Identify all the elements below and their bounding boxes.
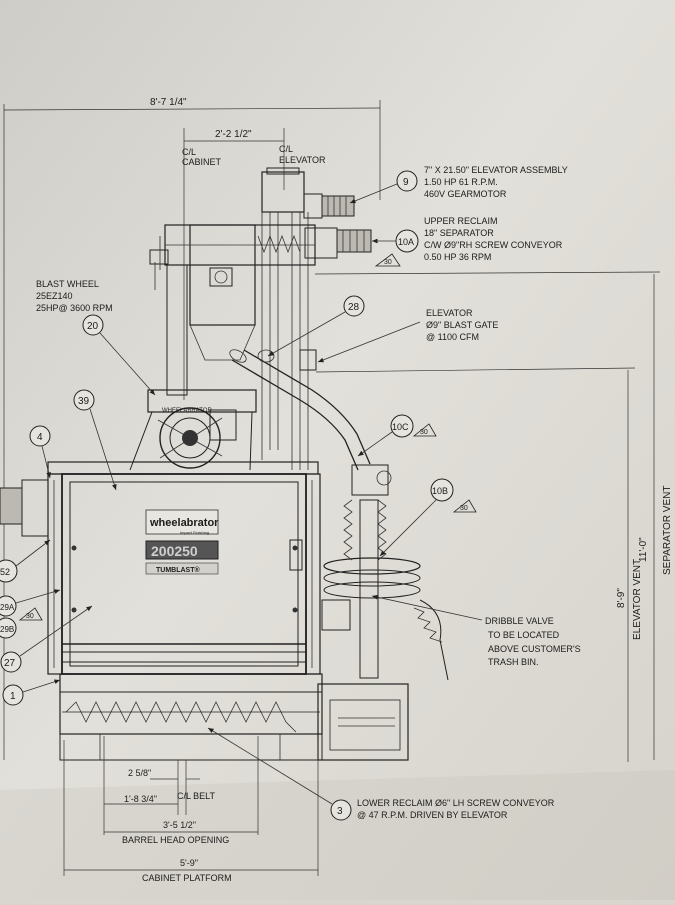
callout-10a-line4: 0.50 HP 36 RPM <box>424 252 491 262</box>
elevator-boot <box>317 683 409 761</box>
callout-10a: 10A 30 UPPER RECLAIM 18" SEPARATOR C/W Ø… <box>372 216 563 267</box>
callout-10b-number: 10B <box>432 486 448 496</box>
elevator-gearmotor <box>303 193 355 219</box>
cl-cabinet-line2: CABINET <box>182 157 222 167</box>
callout-20-number: 20 <box>87 321 99 332</box>
separator-vent-label: SEPARATOR VENT <box>662 486 673 575</box>
elevator-vent-label: ELEVATOR VENT <box>632 559 643 640</box>
paper-shadow <box>0 770 675 900</box>
callout-10a-line3: C/W Ø9"RH SCREW CONVEYOR <box>424 240 563 250</box>
platform-width: 5'-9" <box>180 858 198 868</box>
callout-9-number: 9 <box>403 177 409 188</box>
separator-vent-dimension: 11'-0" SEPARATOR VENT <box>314 271 673 760</box>
callout-39-number: 39 <box>78 396 90 407</box>
blast-wheel-assembly: WHEELABRATOR <box>129 389 257 471</box>
dribble-valve-callout: DRIBBLE VALVE TO BE LOCATED ABOVE CUSTOM… <box>371 594 581 667</box>
nameplate: wheelabrator Impact Finishing 200250 TUM… <box>145 509 219 575</box>
callout-39: 39 <box>73 389 117 491</box>
elevator-gate-line3: @ 1100 CFM <box>426 332 479 342</box>
callout-3-number: 3 <box>337 806 343 817</box>
dribble-line2: TO BE LOCATED <box>488 630 560 640</box>
elevator-assembly <box>261 167 317 470</box>
callout-29: 29A 29B 30 <box>0 589 61 639</box>
dribble-line3: ABOVE CUSTOMER'S <box>488 644 581 654</box>
callout-3-line2: @ 47 R.P.M. DRIVEN BY ELEVATOR <box>357 810 508 820</box>
cl-spacing-dimension: 2'-2 1/2" C/L CABINET C/L ELEVATOR <box>182 128 326 400</box>
elevator-vent-height: 8'-9" <box>616 588 627 608</box>
callout-3: 3 LOWER RECLAIM Ø6" LH SCREW CONVEYOR @ … <box>207 727 555 821</box>
blast-wheel-line3: 25HP@ 3600 RPM <box>36 303 113 313</box>
callout-29a-number: 29A <box>0 603 15 612</box>
callout-4-number: 4 <box>37 432 43 443</box>
callout-10c-ref: 30 <box>420 429 428 436</box>
callout-52-number: 52 <box>0 567 10 577</box>
blast-gate-pipe <box>229 349 392 496</box>
cl-elevator-line2: ELEVATOR <box>279 155 326 165</box>
brand-tagline: Impact Finishing <box>180 530 209 535</box>
lower-reclaim-screw <box>59 673 323 761</box>
callout-10a-number: 10A <box>398 237 414 247</box>
model-number: 200250 <box>151 543 198 559</box>
elevator-vent-dimension: 8'-9" ELEVATOR VENT <box>315 367 643 762</box>
callout-9-line2: 1.50 HP 61 R.P.M. <box>424 177 498 187</box>
cl-belt-label: C/L BELT <box>177 791 216 801</box>
belt-offset-label: 2 5/8" <box>128 768 151 778</box>
dribble-line1: DRIBBLE VALVE <box>485 616 554 626</box>
overall-width-label: 8'-7 1/4" <box>150 97 187 108</box>
callout-52: 52 <box>0 539 51 583</box>
separator-vent-height: 11'-0" <box>638 537 649 562</box>
wheel-plate-text: WHEELABRATOR <box>162 408 212 414</box>
callout-9-line1: 7" X 21.50" ELEVATOR ASSEMBLY <box>424 165 568 175</box>
elevator-gate-callout: ELEVATOR Ø9" BLAST GATE @ 1100 CFM <box>317 308 498 363</box>
cl-spacing-label: 2'-2 1/2" <box>215 129 252 140</box>
platform-label: CABINET PLATFORM <box>142 873 232 883</box>
callout-29a-ref: 30 <box>26 613 34 620</box>
callout-9-line3: 460V GEARMOTOR <box>424 189 507 199</box>
callout-29b-number: 29B <box>0 625 14 634</box>
bottom-dimensions: 2 5/8" C/L BELT 1'-8 3/4" 3'-5 1/2" BARR… <box>63 736 319 883</box>
callout-10b: 10B 30 <box>379 478 477 557</box>
callout-9: 9 7" X 21.50" ELEVATOR ASSEMBLY 1.50 HP … <box>349 165 568 204</box>
product-plate <box>145 562 219 575</box>
blast-wheel-callout: BLAST WHEEL 25EZ140 25HP@ 3600 RPM <box>36 279 113 313</box>
callout-1-number: 1 <box>10 691 16 702</box>
blast-wheel-line2: 25EZ140 <box>36 291 73 301</box>
callout-27: 27 <box>0 605 93 673</box>
callout-1: 1 <box>2 679 61 706</box>
barrel-head-label: BARREL HEAD OPENING <box>122 835 229 845</box>
callout-10a-ref: 30 <box>384 259 392 266</box>
model-plate <box>145 540 219 560</box>
blast-wheel-line1: BLAST WHEEL <box>36 279 99 289</box>
callout-28: 28 <box>267 295 365 357</box>
cl-cabinet-line1: C/L <box>182 147 196 157</box>
brand-logo-box <box>145 509 219 535</box>
cl-elevator-line1: C/L <box>279 144 293 154</box>
callout-10a-line1: UPPER RECLAIM <box>424 216 498 226</box>
barrel-head-width: 3'-5 1/2" <box>163 820 196 830</box>
callout-3-line1: LOWER RECLAIM Ø6" LH SCREW CONVEYOR <box>357 798 555 808</box>
callout-10c: 10C 30 <box>357 414 437 457</box>
upper-reclaim-separator <box>149 224 316 396</box>
callout-4: 4 <box>29 425 51 479</box>
upper-reclaim-motor <box>304 227 372 259</box>
brand-logo: wheelabrator <box>149 517 219 529</box>
callout-10b-ref: 30 <box>460 505 468 512</box>
elevator-gate-line2: Ø9" BLAST GATE <box>426 320 498 330</box>
overall-width-dimension: 8'-7 1/4" <box>3 97 381 760</box>
callout-20: 20 <box>82 314 156 396</box>
product-name: TUMBLAST® <box>156 566 200 574</box>
callout-10a-line2: 18" SEPARATOR <box>424 228 494 238</box>
dribble-line4: TRASH BIN. <box>488 657 539 667</box>
callout-27-number: 27 <box>4 658 16 669</box>
callout-28-number: 28 <box>348 302 360 313</box>
elevator-gate-line1: ELEVATOR <box>426 308 473 318</box>
belt-to-opening-label: 1'-8 3/4" <box>124 794 157 804</box>
callout-10c-number: 10C <box>392 422 409 432</box>
